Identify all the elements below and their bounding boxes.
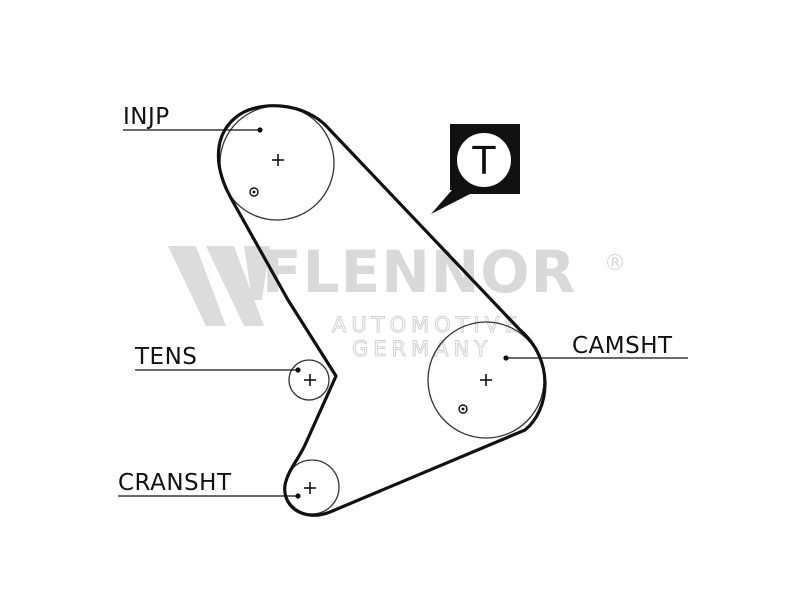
timing-belt: [216, 104, 547, 517]
watermark-logo-icon: [168, 246, 270, 326]
crankshaft-center-mark: [304, 482, 316, 494]
injection-pump-label: INJP: [123, 104, 170, 130]
injection-pump-center-mark: [272, 154, 284, 166]
camshaft-label: CAMSHT: [572, 333, 673, 359]
watermark-germany: GERMANY: [352, 337, 492, 361]
timing-badge-letter: T: [471, 139, 496, 183]
injection-pump-pulley: [219, 105, 335, 221]
camshaft-timing-mark-icon: [458, 404, 468, 414]
watermark-brand: FLENNOR: [262, 238, 576, 306]
watermark-registered: ®: [604, 251, 626, 276]
crankshaft-leader: [118, 493, 301, 499]
injection-pump-timing-mark-icon: [249, 187, 259, 197]
timing-badge-icon: T: [431, 124, 520, 214]
watermark: FLENNOR ® AUTOMOTIVE GERMANY: [168, 238, 626, 362]
tensioner-center-mark: [304, 374, 316, 386]
camshaft-leader: [503, 355, 688, 361]
camshaft-center-mark: [480, 374, 492, 386]
crankshaft-label: CRANSHT: [118, 470, 232, 496]
tensioner-leader: [135, 367, 301, 373]
watermark-automotive: AUTOMOTIVE: [332, 313, 522, 337]
injection-pump-leader: [123, 127, 263, 133]
tensioner-label: TENS: [134, 344, 197, 370]
tensioner-pulley: [288, 359, 330, 401]
